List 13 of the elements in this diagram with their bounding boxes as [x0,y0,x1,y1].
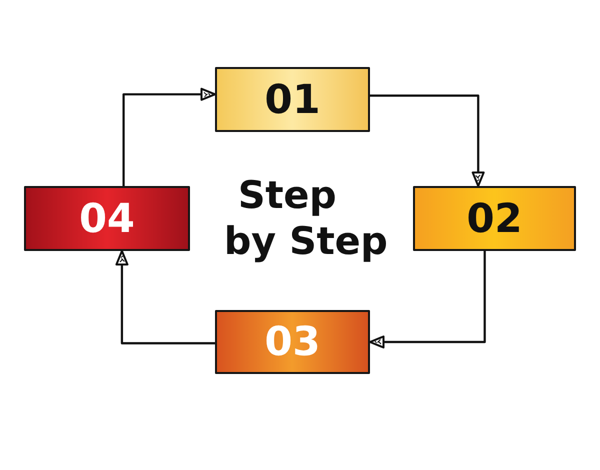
step-box [24,186,190,251]
step-number: 04 [79,198,135,238]
diagram-title: Step by Step [224,172,389,264]
arrow [370,94,485,187]
step-box [413,186,576,251]
step-number: 01 [264,80,320,120]
step-number: 03 [264,322,320,362]
arrow [115,250,215,344]
step-box [215,67,370,132]
arrow [369,251,486,348]
arrow [122,88,216,186]
step-number: 02 [466,198,522,238]
step-box [215,310,370,374]
